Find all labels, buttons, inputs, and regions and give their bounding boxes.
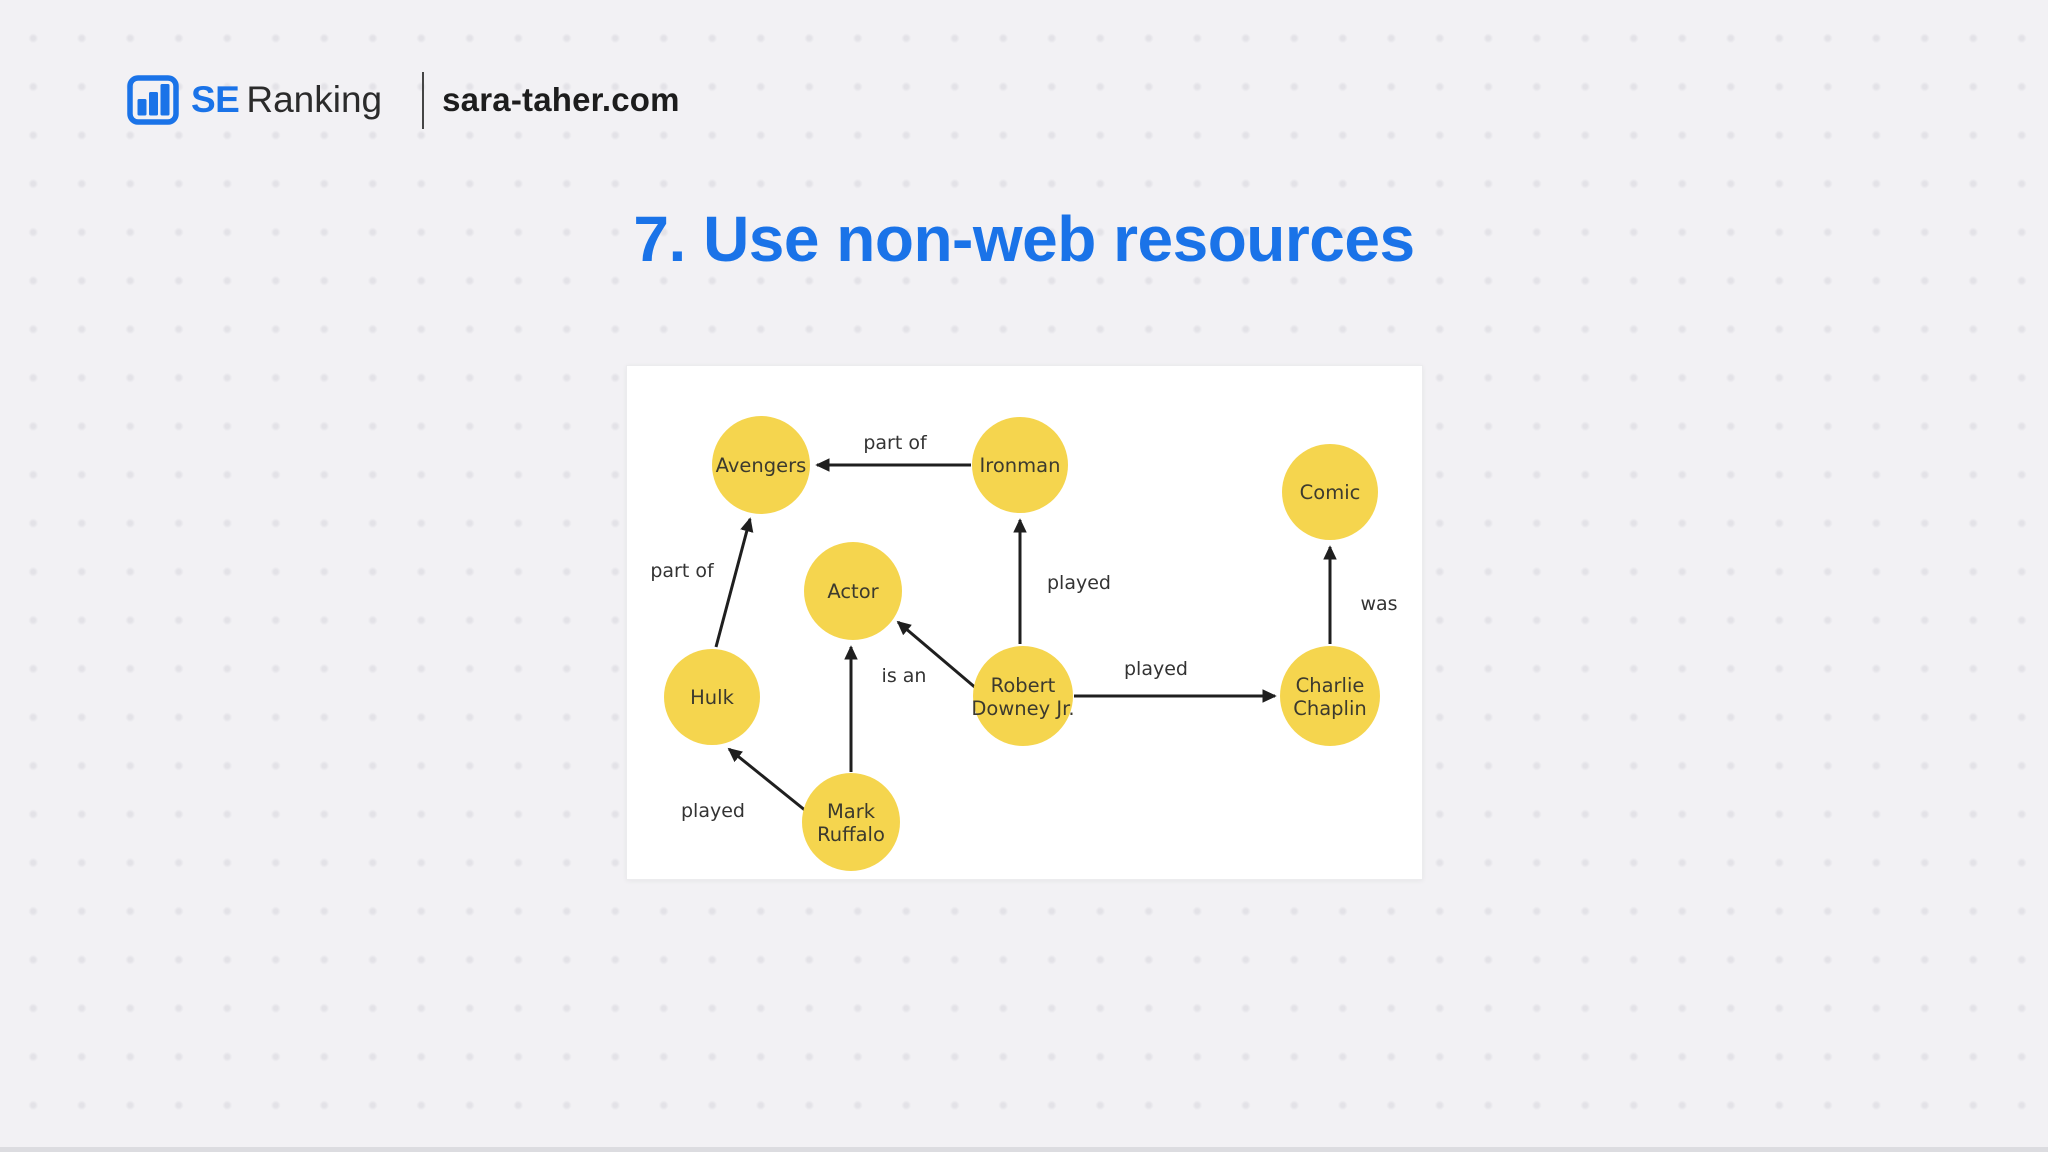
knowledge-graph-card: part of part of played is an played was played…: [626, 365, 1423, 880]
graph-edge-robert-downey-jr-charlie-chaplin: played: [1074, 658, 1277, 703]
knowledge-graph: part of part of played is an played was played…: [650, 416, 1398, 871]
node-label: Avengers: [716, 454, 807, 477]
graph-node-comic: Comic: [1282, 444, 1378, 540]
graph-node-actor: Actor: [804, 542, 902, 640]
node-label: Comic: [1300, 481, 1361, 504]
node-circle: [973, 646, 1073, 746]
logo-se-text: SE: [191, 79, 240, 120]
header: SE Ranking sara-taher.com: [127, 70, 680, 130]
graph-node-hulk: Hulk: [664, 649, 760, 745]
graph-edge-charlie-chaplin-comic: was: [1323, 545, 1398, 644]
edge-label: played: [681, 800, 745, 822]
node-circle: [804, 542, 902, 640]
edge-line: [727, 747, 807, 813]
edge-label: is an: [882, 665, 927, 687]
node-circle: [664, 649, 760, 745]
graph-edge-robert-downey-jr-ironman: played: [1013, 518, 1111, 644]
node-circle: [712, 416, 810, 514]
edge-label: part of: [863, 432, 928, 454]
bottom-strip: [0, 1147, 2048, 1152]
graph-edge-ironman-avengers: part of: [815, 432, 971, 472]
edge-line: [714, 517, 754, 648]
bar-chart-icon: [127, 75, 179, 125]
edge-line: [896, 620, 978, 691]
graph-node-avengers: Avengers: [712, 416, 810, 514]
node-label: Ironman: [980, 454, 1061, 477]
logo-ranking-text: Ranking: [246, 79, 383, 120]
node-label: Actor: [827, 580, 879, 603]
graph-edge-robert-downey-jr-actor: is an: [882, 620, 978, 691]
node-circle: [1280, 646, 1380, 746]
graph-node-ironman: Ironman: [972, 417, 1068, 513]
node-label: Hulk: [690, 686, 734, 709]
edge-label: played: [1047, 572, 1111, 594]
edge-label: was: [1360, 593, 1397, 615]
edge-label: part of: [650, 560, 715, 582]
site-name: sara-taher.com: [442, 81, 680, 118]
header-divider: [422, 71, 425, 129]
graph-edge-mark-ruffalo-hulk: played: [681, 747, 807, 822]
edge-label: played: [1124, 658, 1188, 680]
graph-edge-hulk-avengers: part of: [650, 517, 754, 648]
node-circle: [1282, 444, 1378, 540]
node-circle: [802, 773, 900, 871]
node-circle: [972, 417, 1068, 513]
slide-title: 7. Use non-web resources: [633, 203, 1415, 275]
